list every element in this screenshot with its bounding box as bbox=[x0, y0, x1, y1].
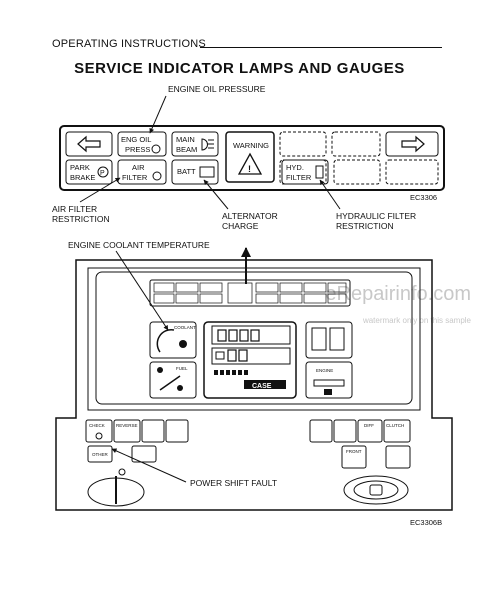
coolant-label: COOLANT bbox=[174, 325, 196, 330]
page-title: SERVICE INDICATOR LAMPS AND GAUGES bbox=[74, 60, 405, 77]
section-header: OPERATING INSTRUCTIONS bbox=[52, 38, 206, 50]
front-pto-label: FRONT bbox=[346, 449, 362, 454]
figure-code-top: EC3306 bbox=[410, 193, 438, 202]
callout-alternator-charge: ALTERNATOR CHARGE bbox=[222, 211, 278, 231]
other-label: OTHER bbox=[92, 452, 109, 457]
engine-oil-pressure-lamp bbox=[117, 131, 167, 157]
callout-hydraulic-filter: HYDRAULIC FILTER RESTRICTION bbox=[336, 211, 417, 231]
turn-right-lamp bbox=[385, 131, 439, 157]
reverse-label: REVERSE bbox=[116, 423, 138, 428]
main-beam-lamp bbox=[171, 131, 219, 157]
lamp-filter: FILTER bbox=[122, 173, 148, 182]
lamp-warning: WARNING bbox=[233, 141, 269, 150]
watermark-note: watermark only on this sample bbox=[362, 316, 471, 325]
watermark-site: eRepairinfo.com bbox=[325, 283, 471, 305]
warning-lamp bbox=[225, 131, 275, 183]
svg-text:!: ! bbox=[248, 164, 251, 174]
lamp-panel: ENG OIL PRESS MAIN BEAM WARNING ! PARK B… bbox=[59, 125, 445, 191]
fuel-label: FUEL bbox=[176, 366, 188, 371]
figure-code-bottom: EC3306B bbox=[410, 518, 443, 527]
brand-logo: CASE bbox=[252, 383, 272, 390]
engine-hours-label: ENGINE bbox=[316, 368, 333, 373]
clutch-label: CLUTCH bbox=[386, 423, 404, 428]
air-filter-lamp bbox=[117, 159, 167, 185]
battery-lamp bbox=[171, 159, 219, 185]
hydraulic-filter-lamp bbox=[281, 159, 329, 185]
lamp-brake: BRAKE bbox=[70, 173, 95, 182]
park-brake-lamp bbox=[65, 159, 113, 185]
check-trans-label: CHECK bbox=[89, 423, 105, 428]
callout-engine-oil-pressure: ENGINE OIL PRESSURE bbox=[168, 84, 266, 94]
lamp-park: PARK bbox=[70, 163, 90, 172]
lamp-beam: BEAM bbox=[176, 145, 197, 154]
header-rule bbox=[200, 47, 442, 48]
lamp-main: MAIN bbox=[176, 135, 195, 144]
dashboard: COOLANT FUEL CASE ENGINE bbox=[55, 259, 453, 511]
lamp-batt: BATT bbox=[177, 167, 196, 176]
svg-text:P: P bbox=[100, 170, 105, 177]
callout-power-shift-fault: POWER SHIFT FAULT bbox=[190, 478, 278, 488]
callout-air-filter: AIR FILTER RESTRICTION bbox=[52, 204, 110, 224]
callout-engine-coolant: ENGINE COOLANT TEMPERATURE bbox=[68, 240, 210, 250]
lamp-hyd: HYD. bbox=[286, 163, 304, 172]
lamp-press: PRESS bbox=[125, 145, 150, 154]
lamp-eng-oil: ENG OIL bbox=[121, 135, 151, 144]
turn-left-lamp bbox=[65, 131, 113, 157]
lamp-hyd-filter: FILTER bbox=[286, 173, 312, 182]
lamp-air: AIR bbox=[132, 163, 145, 172]
diff-lock-label: DIFF bbox=[364, 423, 374, 428]
